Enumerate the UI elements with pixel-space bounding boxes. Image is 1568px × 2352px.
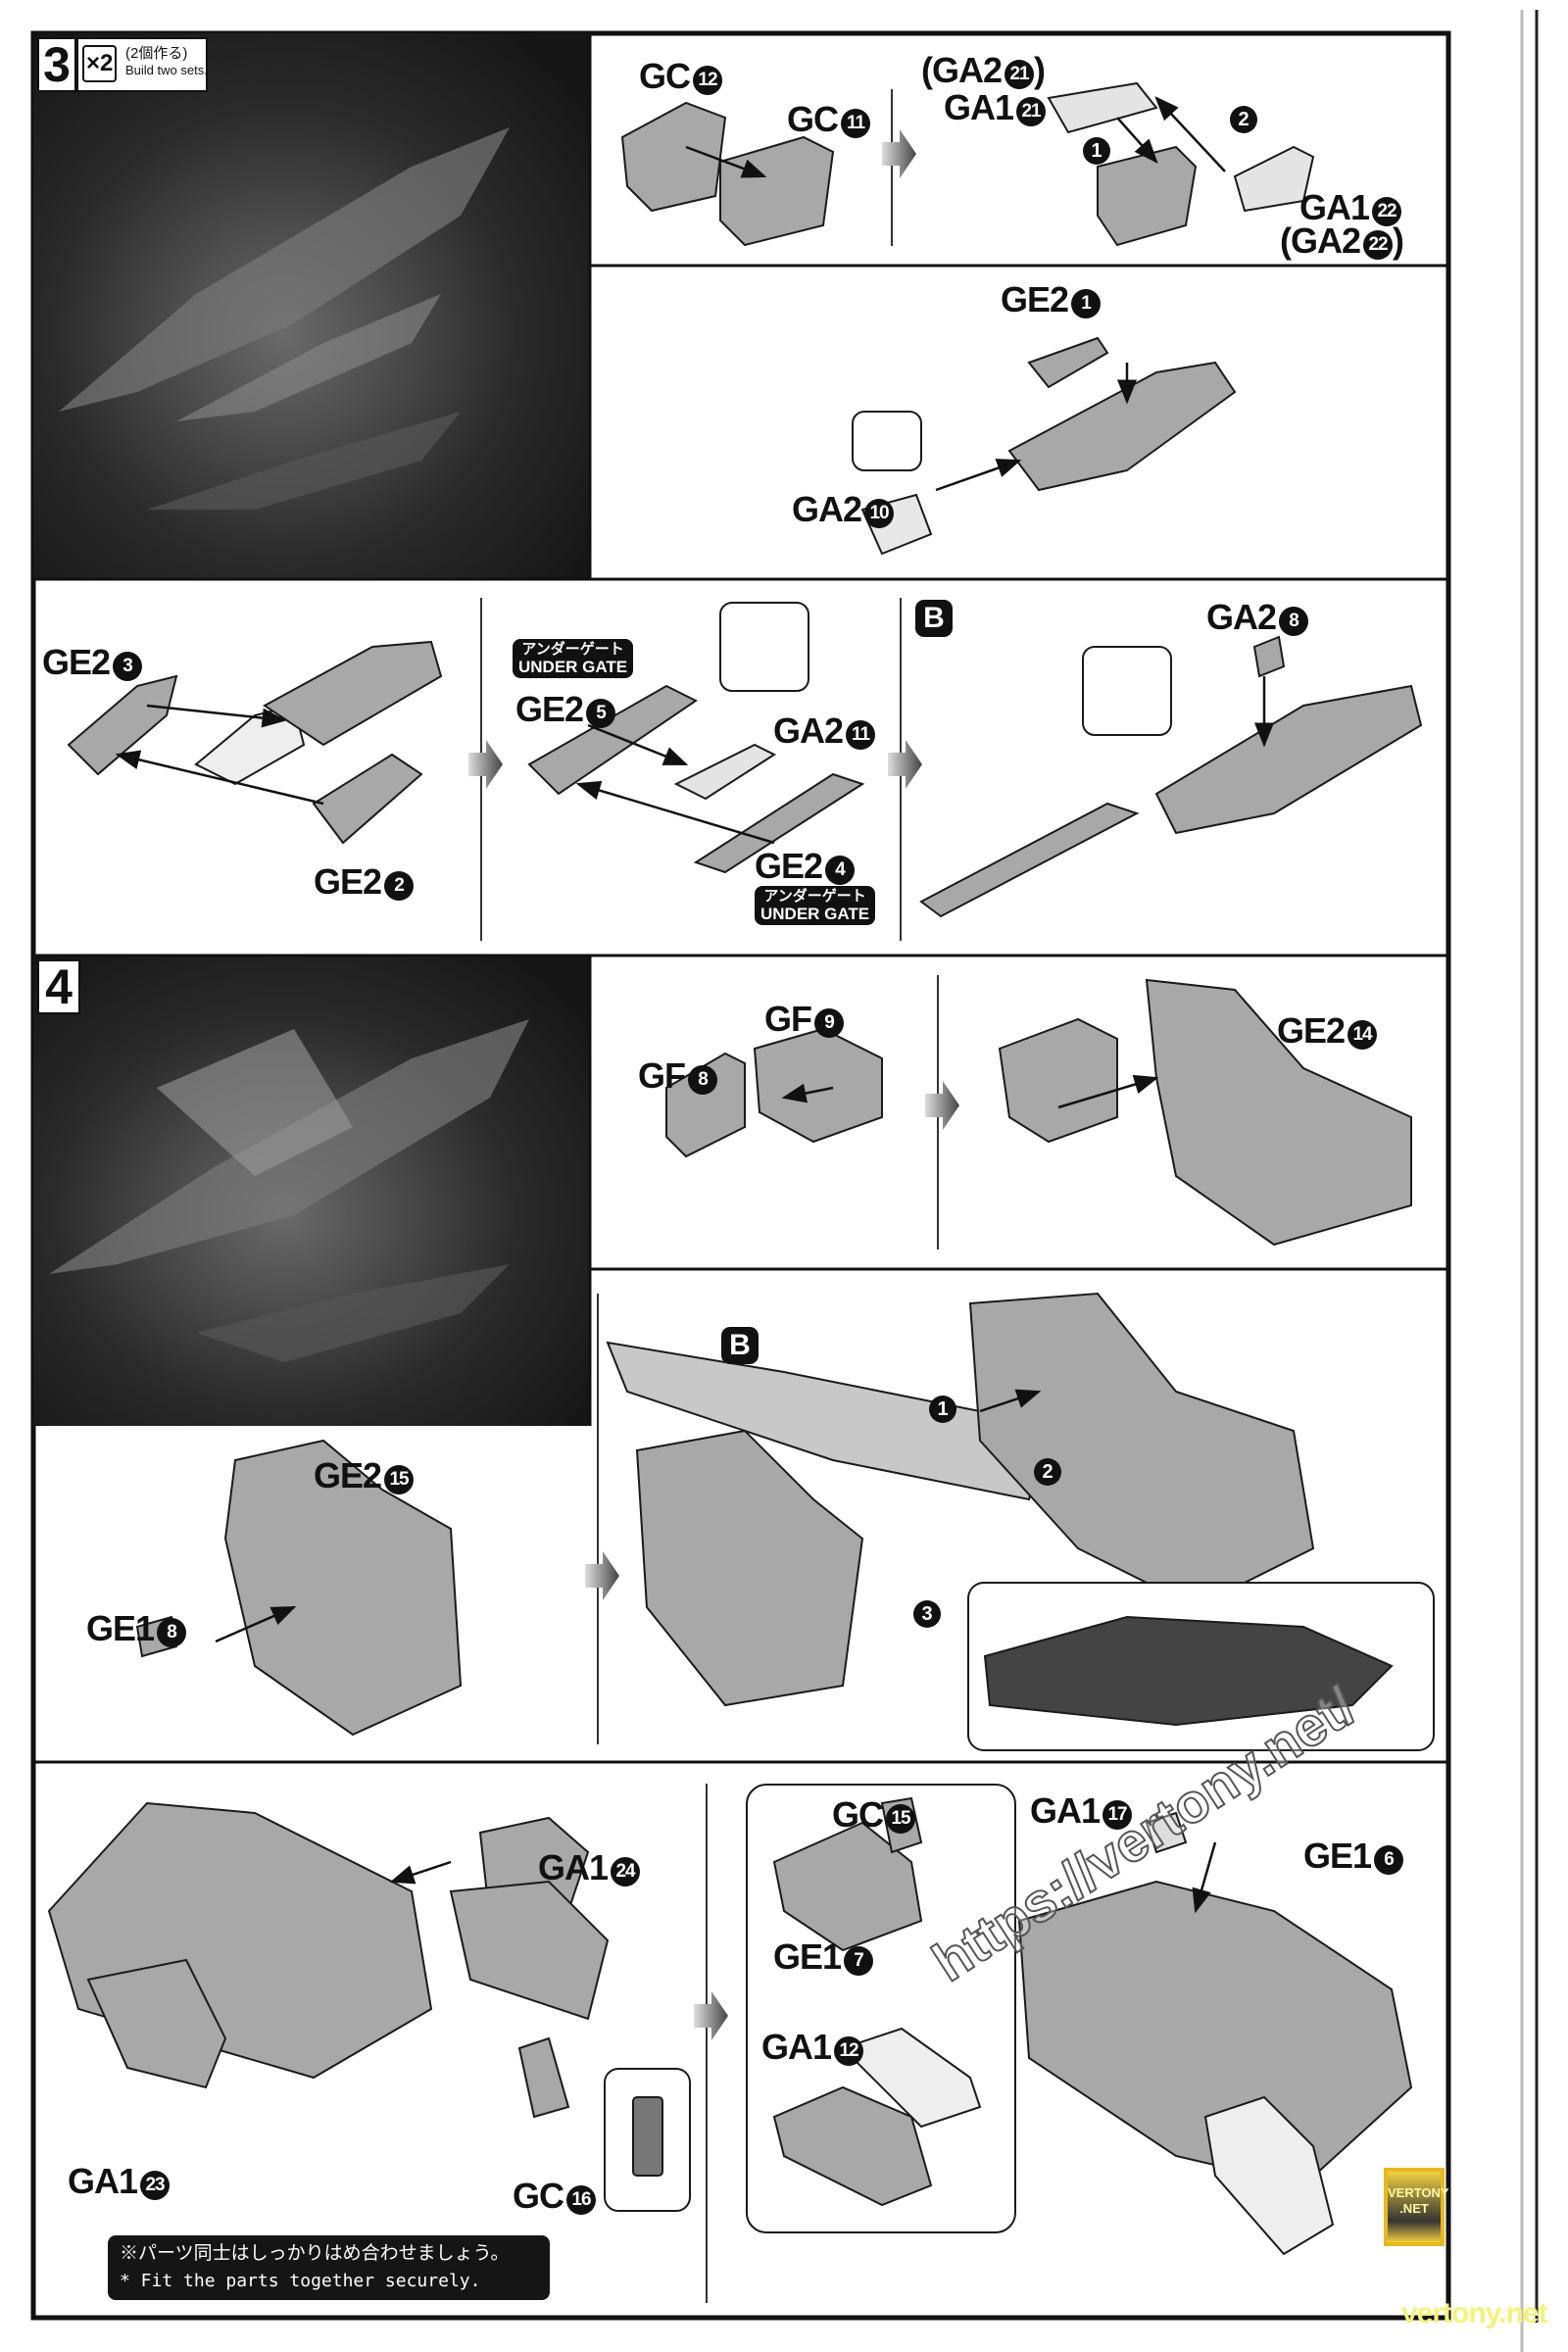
step-number-4: 4 bbox=[37, 959, 80, 1014]
step-number-3: 3 bbox=[37, 37, 76, 92]
fit-securely-note: ※パーツ同士はしっかりはめ合わせましょう。 * Fit the parts to… bbox=[108, 2235, 550, 2300]
footer-watermark: vertony.net bbox=[1401, 2297, 1547, 2329]
panel-dividers bbox=[33, 33, 1448, 1764]
order-marker-2: 2 bbox=[1034, 1458, 1061, 1486]
multiplier-badge: ×2 bbox=[82, 45, 118, 82]
build-two-en: Build two sets. bbox=[125, 63, 208, 77]
order-marker-1: 1 bbox=[1083, 137, 1110, 165]
order-marker-1: 1 bbox=[929, 1396, 956, 1423]
note-jp: ※パーツ同士はしっかりはめ合わせましょう。 bbox=[120, 2243, 510, 2264]
vertony-badge-logo: VERTONY .NET bbox=[1384, 2168, 1449, 2246]
order-marker-3: 3 bbox=[913, 1600, 941, 1628]
callout-b-badge: B bbox=[721, 1327, 759, 1364]
note-en: * Fit the parts together securely. bbox=[120, 2271, 481, 2291]
callout-b-badge: B bbox=[915, 600, 953, 637]
order-marker-2: 2 bbox=[1230, 106, 1257, 133]
assembly-arrows bbox=[115, 96, 1274, 1914]
step4-photo bbox=[33, 956, 590, 1426]
step-multiplier-box: ×2 (2個作る) Build two sets. bbox=[76, 37, 208, 92]
build-two-jp: (2個作る) bbox=[125, 45, 188, 62]
step3-photo bbox=[33, 33, 590, 579]
